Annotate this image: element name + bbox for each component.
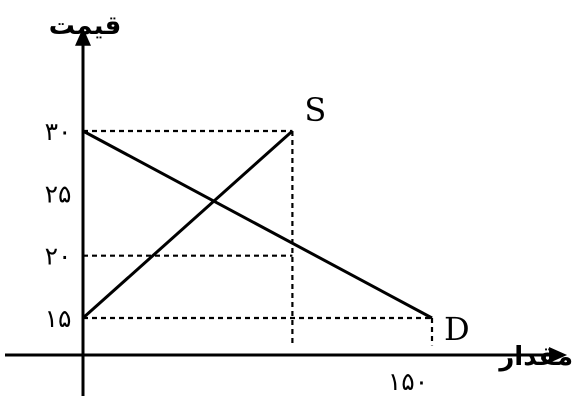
y-axis-label: قیمت bbox=[49, 11, 122, 41]
y-tick-label: ۱۵ bbox=[45, 304, 72, 333]
tick-labels: ۱۵ ۲۰ ۲۵ ۳۰ ۱۵۰ bbox=[45, 117, 429, 396]
y-axis-arrow-icon bbox=[75, 27, 91, 46]
series-lines: SD bbox=[82, 91, 470, 348]
x-axis-arrow-icon bbox=[549, 347, 568, 363]
y-tick-label: ۲۵ bbox=[45, 179, 72, 208]
y-tick-label: ۲۰ bbox=[45, 242, 72, 271]
y-tick-label: ۳۰ bbox=[45, 117, 72, 146]
axes bbox=[5, 27, 568, 396]
guide-lines bbox=[83, 129, 434, 346]
series-label-d: D bbox=[444, 310, 470, 348]
series-label-s: S bbox=[304, 91, 326, 129]
x-axis-label: مقدار bbox=[497, 342, 573, 372]
series-line-s bbox=[82, 129, 294, 320]
x-tick-label: ۱۵۰ bbox=[388, 367, 428, 396]
series-line-d bbox=[82, 129, 433, 320]
